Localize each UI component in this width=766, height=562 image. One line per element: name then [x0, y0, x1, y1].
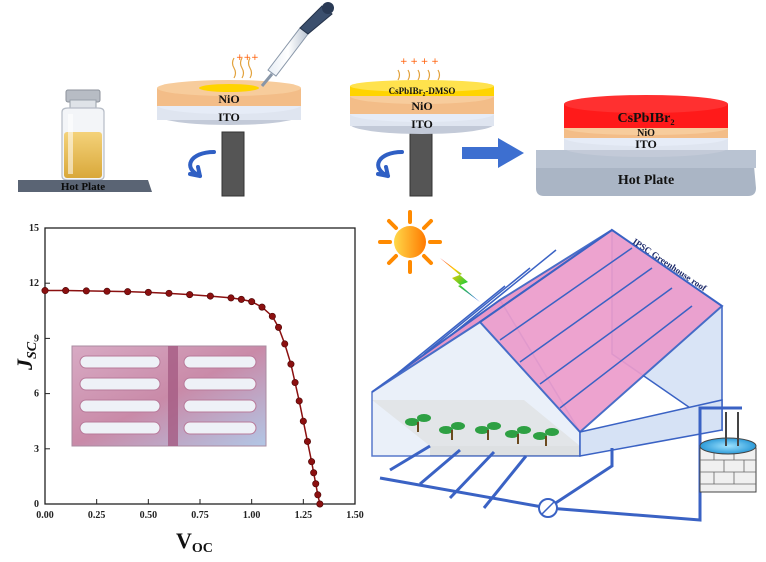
y-tick-label: 9 — [34, 333, 39, 344]
x-tick-label: 0.75 — [191, 510, 209, 521]
device-photo-inset — [71, 345, 267, 447]
spin-coater-2: CsPbIBr₂-DMSO NiO ITO + + + + — [350, 57, 494, 197]
pipette-icon — [260, 2, 334, 87]
vapor-icon — [231, 57, 253, 79]
fabrication-steps: Hot Plate NiO ITO +++ — [18, 2, 756, 197]
spin-coater-1: NiO ITO +++ — [157, 53, 301, 197]
perovskite-label: CsPbIBr₂ — [617, 111, 674, 126]
data-point — [310, 469, 318, 477]
data-point — [124, 288, 132, 296]
water-well-icon — [699, 412, 757, 493]
x-axis-title: VOC — [176, 528, 213, 556]
hot-plate-left: Hot Plate — [18, 180, 152, 193]
precursor-layer-label: CsPbIBr₂-DMSO — [389, 86, 456, 96]
data-point — [82, 287, 90, 295]
data-point — [62, 287, 70, 295]
greenhouse-illustration: IPSC Greenhouse roof — [371, 210, 757, 522]
y-tick-label: 6 — [34, 389, 39, 400]
layer-ito-label-1: ITO — [218, 110, 240, 124]
data-point — [237, 295, 245, 303]
data-point — [41, 287, 49, 295]
data-point — [206, 292, 214, 300]
data-point — [303, 437, 311, 445]
hot-plate-left-label: Hot Plate — [61, 181, 105, 193]
x-tick-label: 1.25 — [295, 510, 313, 521]
layer-nio-label-1: NiO — [218, 92, 239, 106]
layer-nio-label-2: NiO — [411, 99, 432, 113]
layer-ito-label-2: ITO — [411, 117, 433, 131]
jv-curve — [41, 287, 324, 508]
data-point — [258, 303, 266, 311]
data-point — [314, 491, 322, 499]
y-tick-label: 0 — [34, 499, 39, 510]
final-device: Hot Plate CsPbIBr₂ NiO ITO — [536, 95, 756, 196]
process-arrow-icon — [462, 138, 524, 168]
x-tick-label: 0.25 — [88, 510, 106, 521]
data-point — [295, 397, 303, 405]
layer-nio-label-3: NiO — [637, 128, 655, 139]
x-tick-label: 0.50 — [140, 510, 158, 521]
y-tick-label: 15 — [29, 223, 39, 234]
data-point — [227, 294, 235, 302]
data-point — [186, 291, 194, 299]
jv-chart: 0 3 6 9 12 15 0.00 0.25 0.50 0.75 1.00 1.25 1.50 JS… — [12, 223, 364, 556]
x-tick-label: 0.00 — [36, 510, 54, 521]
data-point — [299, 417, 307, 425]
data-point — [248, 298, 256, 306]
data-point — [268, 312, 276, 320]
data-point — [291, 379, 299, 387]
hot-plate-right-label: Hot Plate — [618, 173, 674, 188]
precursor-vial — [61, 89, 105, 181]
data-point — [165, 289, 173, 297]
y-axis-title: JSC — [12, 341, 40, 371]
data-point — [312, 480, 320, 488]
pump-icon — [538, 498, 558, 518]
data-point — [144, 288, 152, 296]
data-point — [287, 360, 295, 368]
data-point — [316, 500, 324, 508]
y-tick-label: 12 — [29, 278, 39, 289]
y-axis-ticks: 0 3 6 9 12 15 — [29, 223, 50, 510]
light-bolt-icon — [440, 258, 480, 302]
svg-text:+ + + +: + + + + — [400, 57, 439, 67]
data-point — [275, 323, 283, 331]
data-point — [103, 287, 111, 295]
data-point — [308, 458, 316, 466]
data-point — [281, 340, 289, 348]
layer-ito-label-3: ITO — [635, 137, 657, 151]
y-tick-label: 3 — [34, 444, 39, 455]
vapor-icon — [397, 69, 441, 81]
rotation-arrow-icon — [376, 150, 404, 178]
sun-icon — [378, 210, 442, 274]
x-axis-ticks: 0.00 0.25 0.50 0.75 1.00 1.25 1.50 — [36, 499, 364, 521]
svg-text:+++: +++ — [236, 53, 259, 63]
plants — [405, 414, 559, 446]
x-tick-label: 1.50 — [346, 510, 364, 521]
rotation-arrow-icon — [188, 150, 216, 178]
x-tick-label: 1.00 — [243, 510, 261, 521]
